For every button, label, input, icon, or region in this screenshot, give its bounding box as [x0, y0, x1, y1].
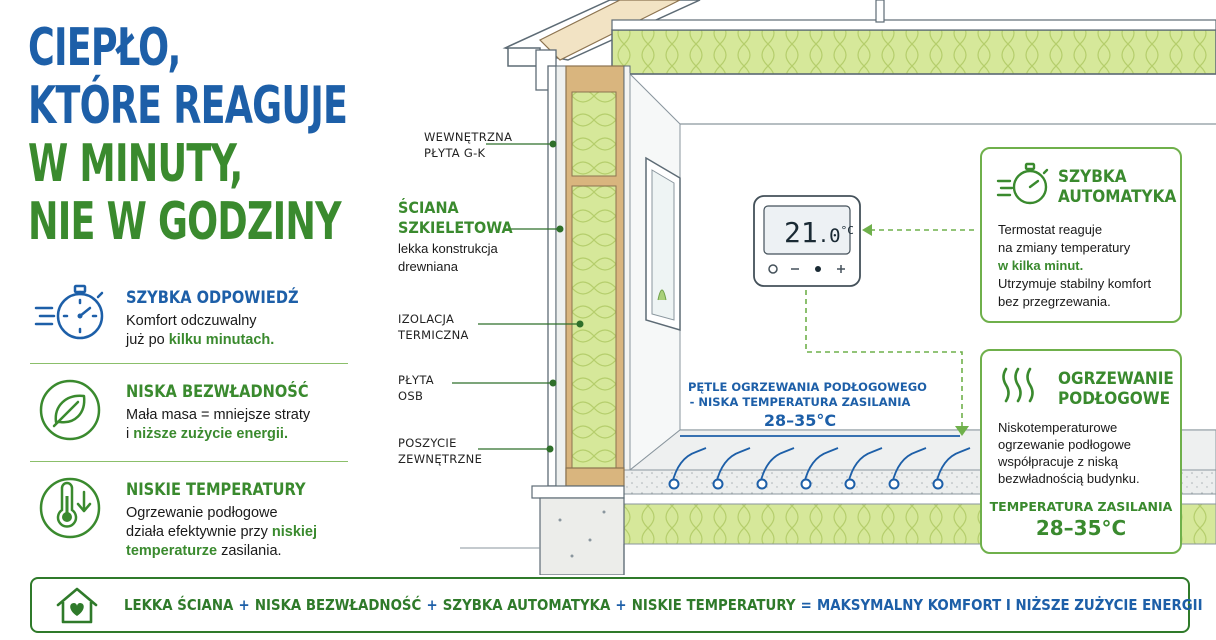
headline-line-4: NIE W GODZINY	[28, 192, 342, 252]
divider	[30, 461, 348, 462]
floor-loops-label: PĘTLE OGRZEWANIA PODŁOGOWEGO - NISKA TEM…	[688, 380, 927, 430]
feature-low-inertia: NISKA BEZWŁADNOŚĆ Mała masa = mniejsze s…	[30, 376, 350, 464]
divider	[30, 363, 348, 364]
feature-desc: Mała masa = mniejsze straty i niższe zuż…	[126, 407, 311, 442]
headline-line-3: W MINUTY,	[28, 134, 243, 194]
heat-waves-icon	[1002, 367, 1034, 403]
thermostat-display: 21.0°C	[784, 216, 854, 249]
box-desc: Termostat reaguje na zmiany temperatury …	[998, 222, 1152, 309]
thermometer-icon	[39, 477, 101, 539]
feature-title: NISKA BEZWŁADNOŚĆ	[126, 382, 309, 402]
stopwatch-icon	[34, 284, 104, 340]
supply-temperature: TEMPERATURA ZASILANIA 28–35°C	[989, 499, 1173, 540]
headline-line-1: CIEPŁO,	[28, 18, 181, 78]
house-heart-icon	[56, 587, 98, 624]
stopwatch-icon	[996, 162, 1049, 205]
box-desc: Niskotemperaturowe ogrzewanie podłogowe …	[998, 420, 1140, 486]
summary-bar: LEKKA ŚCIANA+NISKA BEZWŁADNOŚĆ+SZYBKA AU…	[30, 577, 1203, 633]
feature-desc: Ogrzewanie podłogowe działa efektywnie p…	[126, 505, 318, 559]
headline: CIEPŁO, KTÓRE REAGUJE W MINUTY, NIE W GO…	[28, 22, 388, 254]
feature-title: NISKIE TEMPERATURY	[126, 480, 306, 500]
feature-low-temperatures: NISKIE TEMPERATURY Ogrzewanie podłogowe …	[30, 474, 350, 562]
thermostat	[753, 195, 861, 287]
summary-formula: LEKKA ŚCIANA+NISKA BEZWŁADNOŚĆ+SZYBKA AU…	[124, 596, 1203, 614]
feature-desc: Komfort odczuwalny już po kilku minutach…	[126, 313, 275, 348]
headline-line-2: KTÓRE REAGUJE	[28, 76, 348, 136]
feature-title: SZYBKA ODPOWIEDŹ	[126, 288, 299, 308]
leaf-icon	[39, 379, 101, 441]
feature-fast-response: SZYBKA ODPOWIEDŹ Komfort odczuwalny już …	[30, 282, 350, 370]
